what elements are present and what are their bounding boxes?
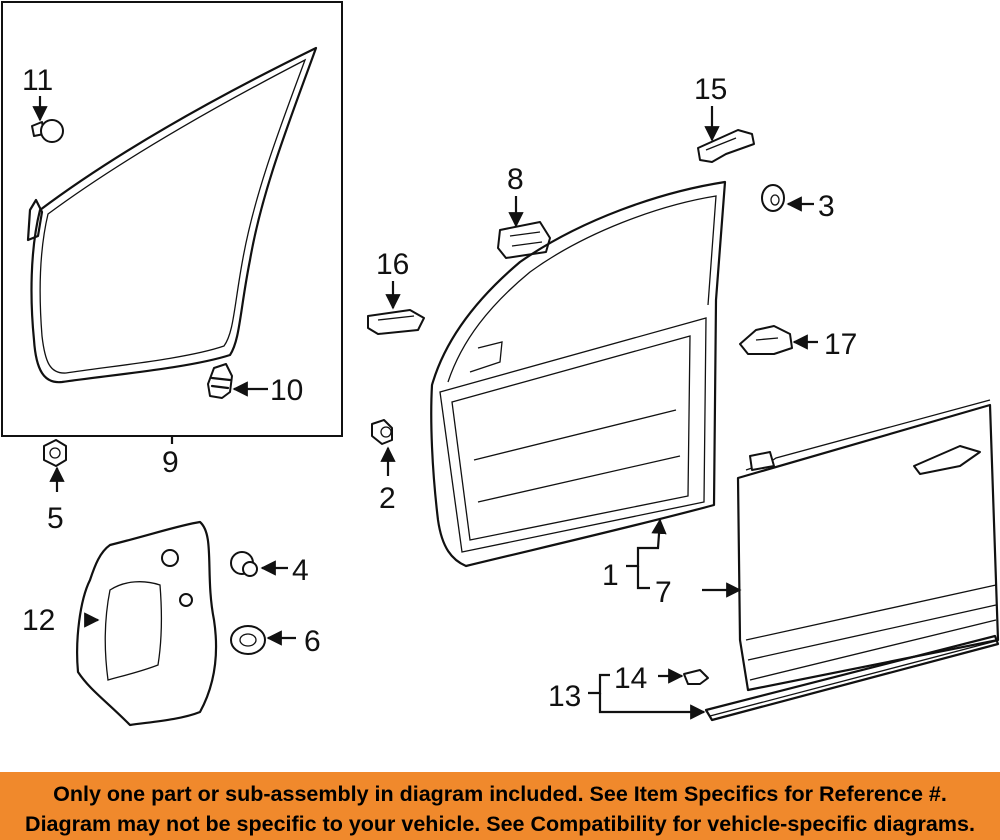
leader-lines	[32, 96, 818, 720]
callout-9: 9	[162, 446, 179, 479]
check-strap-17-part	[739, 325, 793, 355]
callout-8: 8	[507, 163, 524, 196]
washer-6-part	[230, 625, 266, 655]
callout-5: 5	[47, 502, 64, 535]
callout-4: 4	[292, 554, 309, 587]
fastener-10-part	[207, 363, 233, 399]
striker-15-part	[697, 129, 755, 163]
lock-clip-16-part	[367, 309, 425, 335]
callout-labels: 11 10 9 5 12 4 6 2 16 8 15 3 17 1 7 14 1…	[22, 64, 857, 713]
weatherstrip-part	[26, 46, 318, 384]
nut-5-part	[43, 439, 67, 467]
callout-15: 15	[694, 73, 727, 106]
callout-10: 10	[270, 374, 303, 407]
bumper-14-part	[683, 669, 709, 685]
disclaimer-line-1: Only one part or sub-assembly in diagram…	[53, 782, 947, 806]
disclaimer-banner: Only one part or sub-assembly in diagram…	[0, 772, 1000, 840]
callout-1: 1	[602, 559, 619, 592]
callout-6: 6	[304, 625, 321, 658]
grommet-3-part	[761, 184, 785, 212]
callout-7: 7	[655, 576, 672, 609]
callout-11: 11	[22, 64, 53, 97]
parts-diagram: 11 10 9 5 12 4 6 2 16 8 15 3 17 1 7 14 1…	[1, 1, 1000, 727]
callout-3: 3	[818, 190, 835, 223]
door-shell-1-part	[430, 180, 727, 568]
clip-11-part	[31, 119, 64, 143]
disclaimer-line-2: Diagram may not be specific to your vehi…	[25, 812, 975, 836]
bolt-2-part	[371, 419, 393, 445]
callout-14: 14	[614, 662, 647, 695]
trim-panel-12-part	[76, 520, 218, 727]
callout-16: 16	[376, 248, 409, 281]
outer-panel-7-part	[736, 399, 1000, 692]
callout-17: 17	[824, 328, 857, 361]
callout-12: 12	[22, 604, 55, 637]
rocker-molding-13-part	[704, 634, 1000, 722]
hinge-8-part	[497, 221, 551, 259]
callout-2: 2	[379, 482, 396, 515]
callout-13: 13	[548, 680, 581, 713]
grommet-4-part	[230, 551, 258, 577]
